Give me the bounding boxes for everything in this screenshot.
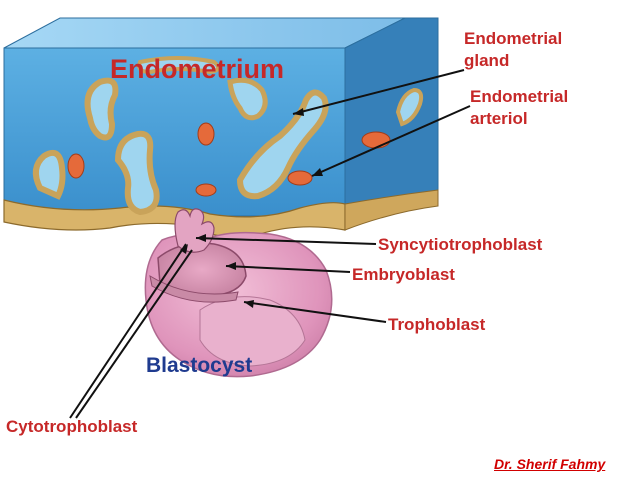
gland-7 bbox=[137, 56, 221, 75]
arrowhead-gland bbox=[293, 108, 304, 116]
arrowhead-arteriol bbox=[312, 168, 323, 176]
pointer-cytotrophoblast-1 bbox=[69, 243, 187, 419]
syncytiotrophoblast-label: Syncytiotrophoblast bbox=[378, 235, 543, 254]
gland-3 bbox=[114, 130, 160, 216]
arteriole-1 bbox=[67, 153, 85, 179]
pointer-syncytiotrophoblast bbox=[195, 237, 377, 245]
pointer-trophoblast bbox=[243, 301, 387, 323]
arteriole-5 bbox=[361, 131, 391, 149]
epithelium-side-layer bbox=[344, 189, 439, 231]
blastocyst-cavity-fold bbox=[199, 296, 306, 367]
gland-5 bbox=[236, 89, 329, 200]
endometrium-side-face bbox=[344, 17, 439, 217]
cytotrophoblast-band bbox=[149, 274, 239, 303]
endometrium-block bbox=[3, 17, 439, 238]
arteriole-4 bbox=[287, 170, 313, 186]
pointer-cytotrophoblast-2 bbox=[75, 249, 193, 419]
arteriole-2 bbox=[197, 122, 215, 146]
pointer-embryoblast bbox=[225, 265, 351, 273]
endometrial-gland-label-line2: gland bbox=[464, 51, 510, 70]
endometrium-label: Endometrium bbox=[110, 54, 285, 84]
author-credit: Dr. Sherif Fahmy bbox=[494, 456, 606, 472]
cytotrophoblast-label: Cytotrophoblast bbox=[6, 417, 138, 436]
embryoblast-label: Embryoblast bbox=[352, 265, 455, 284]
syncytiotrophoblast-projection bbox=[174, 208, 215, 253]
endometrium-top-face bbox=[3, 17, 406, 49]
endometrial-arteriol-label-line2: arteriol bbox=[470, 109, 528, 128]
gland-1 bbox=[84, 77, 119, 141]
trophoblast-label: Trophoblast bbox=[388, 315, 486, 334]
arrowhead-embryo bbox=[226, 262, 236, 270]
pointer-endometrial-arteriol bbox=[311, 105, 471, 177]
arrowhead-syncytio bbox=[196, 234, 206, 242]
gland-2 bbox=[32, 150, 66, 200]
gland-6 bbox=[395, 87, 424, 127]
pointer-endometrial-gland bbox=[292, 69, 465, 115]
endometrial-arteriol-label-line1: Endometrial bbox=[470, 87, 569, 106]
arrowhead-tropho bbox=[244, 300, 254, 308]
blastocyst bbox=[144, 208, 333, 378]
pointer-lines bbox=[69, 69, 471, 419]
endometrial-gland-label-line1: Endometrial bbox=[464, 29, 563, 48]
arrowhead-cyto bbox=[180, 244, 188, 254]
gland-4 bbox=[227, 77, 268, 121]
arteriole-3 bbox=[195, 183, 217, 197]
pointer-heads bbox=[180, 108, 323, 308]
blastocyst-label: Blastocyst bbox=[146, 354, 253, 377]
